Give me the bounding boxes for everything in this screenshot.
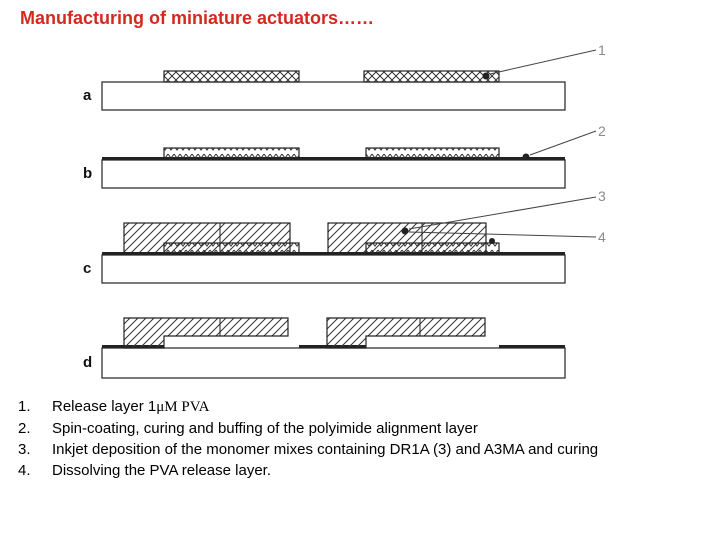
process-steps: 1. Release layer 1μM PVA 2. Spin-coating…	[18, 396, 598, 481]
pva-layer-a-left	[163, 70, 300, 83]
step-text: Spin-coating, curing and buffing of the …	[52, 420, 478, 437]
row-label-a: a	[83, 87, 92, 104]
row-label-b: b	[83, 165, 92, 182]
step-item: 2. Spin-coating, curing and buffing of t…	[18, 418, 598, 439]
pva-layer-a-right	[363, 70, 500, 83]
step-unit: μM PVA	[156, 399, 210, 415]
step-item: 4. Dissolving the PVA release layer.	[18, 460, 598, 481]
substrate-b	[101, 159, 566, 189]
leader-3	[408, 196, 597, 230]
callout-1: 1	[598, 42, 606, 58]
actuator-d-right	[326, 317, 486, 349]
callout-3: 3	[598, 188, 606, 204]
row-label-c: c	[83, 260, 91, 277]
substrate-c	[101, 254, 566, 284]
pva-layer-c-left	[163, 242, 300, 254]
step-c-layers	[101, 222, 566, 284]
pva-layer-c-right	[365, 242, 500, 254]
polyimide-layer-b	[102, 157, 565, 160]
pva-layer-b-right	[365, 147, 500, 159]
actuator-d-left	[123, 317, 289, 349]
substrate-d	[101, 347, 566, 379]
step-number: 3.	[18, 441, 31, 458]
substrate-a	[101, 81, 566, 111]
step-a-layers	[101, 70, 566, 111]
row-label-d: d	[83, 354, 92, 371]
step-item: 3. Inkjet deposition of the monomer mixe…	[18, 439, 598, 460]
step-text: Dissolving the PVA release layer.	[52, 462, 272, 479]
page-title: Manufacturing of miniature actuators……	[20, 8, 375, 28]
step-item: 1. Release layer 1μM PVA	[18, 396, 598, 418]
marker-dot-4	[489, 238, 495, 244]
leader-4	[408, 231, 597, 238]
polyimide-layer-d-right	[499, 345, 565, 348]
marker-dot-2	[522, 153, 530, 161]
leader-2	[529, 130, 597, 156]
callout-4: 4	[598, 229, 606, 245]
step-b-layers	[101, 147, 566, 189]
step-number: 1.	[18, 398, 31, 415]
step-text: Release layer 1μM PVA	[52, 398, 210, 415]
step-number: 2.	[18, 420, 31, 437]
marker-dot-1	[482, 72, 490, 80]
fabrication-diagram: a b c d 1 2 3 4	[83, 42, 606, 379]
step-d-layers	[101, 317, 566, 379]
step-number: 4.	[18, 462, 31, 479]
pva-layer-b-left	[163, 147, 300, 159]
step-text: Inkjet deposition of the monomer mixes c…	[52, 441, 599, 458]
callout-2: 2	[598, 123, 606, 139]
marker-dot-3	[401, 227, 409, 235]
callout-leaders	[408, 49, 597, 238]
leader-1	[489, 49, 597, 75]
